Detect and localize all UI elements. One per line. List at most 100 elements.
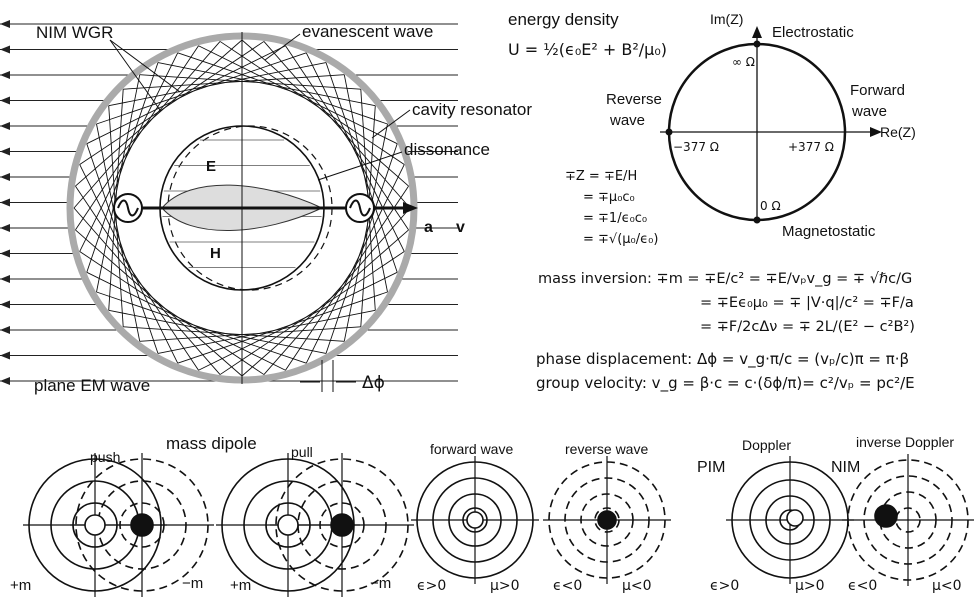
chord-line: [96, 123, 141, 342]
label-reverse-1: Reverse: [606, 91, 662, 108]
label-cavity: cavity resonator: [412, 100, 532, 119]
label-nim: NIM: [831, 459, 860, 476]
chord-line: [177, 291, 388, 364]
chord-line: [343, 123, 388, 342]
label-forward-1: Forward: [850, 82, 905, 99]
label-neg377: −377 Ω: [673, 140, 719, 154]
chord-line: [139, 74, 361, 90]
chord-line: [86, 45, 286, 145]
plane-wave-arrowhead: [0, 147, 10, 156]
leader-dissonance: [317, 151, 403, 181]
label-minus-m-2: −m: [370, 575, 391, 592]
chord-line: [75, 39, 243, 187]
chord-line: [241, 229, 409, 377]
plane-wave-arrowhead: [0, 300, 10, 309]
label-e-field: E: [206, 158, 216, 175]
leader-nim-wgr: [109, 39, 181, 93]
re-axis-arrow: [870, 127, 882, 137]
reverse-wave-rings: [543, 456, 671, 584]
plane-wave-arrowhead: [0, 45, 10, 54]
label-eps-pos-2: ϵ>0: [710, 578, 739, 594]
chord-line: [305, 164, 405, 364]
chord-line: [219, 251, 405, 375]
label-infinity-ohm: ∞ Ω: [732, 55, 755, 69]
chord-line: [86, 143, 159, 354]
point-infinity: [753, 40, 761, 48]
im-axis-arrow: [752, 26, 762, 38]
plane-wave-arrowhead: [0, 275, 10, 283]
propagation-arrowhead: [403, 202, 418, 214]
plane-wave-arrowhead: [0, 20, 10, 28]
label-eps-neg-2: ϵ<0: [848, 578, 877, 594]
push-negative-mass: [130, 513, 154, 537]
chord-line: [325, 62, 398, 273]
leader-nim-wgr-2: [109, 39, 161, 111]
label-eps-pos-1: ϵ>0: [417, 578, 446, 594]
leader-evanescent: [264, 33, 301, 61]
leader-cavity: [371, 109, 411, 139]
label-plus-m-1: +m: [10, 577, 31, 594]
label-mass-dipole: mass dipole: [166, 434, 257, 453]
label-mu-neg-2: μ<0: [932, 578, 962, 594]
chord-line: [75, 185, 199, 371]
phase-displacement: phase displacement: Δϕ = v_g·π/c = (vₚ/c…: [536, 350, 909, 369]
label-magnetostatic: Magnetostatic: [782, 223, 876, 240]
chord-line: [285, 45, 409, 231]
pull-negative-mass: [330, 513, 354, 537]
chord-line: [75, 45, 199, 231]
plane-wave-arrowhead: [0, 71, 10, 79]
label-reverse-wave: reverse wave: [565, 441, 648, 457]
label-pull: pull: [291, 444, 313, 460]
inverse-doppler-source: [874, 504, 898, 528]
push-positive-mass: [84, 514, 106, 536]
z-line-1: = ∓μ₀c₀: [583, 190, 635, 205]
label-mu-pos-1: μ>0: [490, 578, 520, 594]
chord-pattern: [73, 39, 411, 377]
chord-line: [108, 62, 327, 107]
chord-line: [198, 271, 398, 371]
doppler-source: [786, 509, 804, 527]
label-electrostatic: Electrostatic: [772, 24, 854, 41]
wgr-figure: NIM WGR evanescent wave cavity resonator…: [0, 20, 532, 395]
group-velocity: group velocity: v_g = β·c = c·(δϕ/π)= c²…: [536, 374, 915, 393]
label-v: v: [456, 219, 465, 236]
mass-inversion-line-2: = ∓Eϵ₀μ₀ = ∓ |V·q|/c² = ∓F/a: [700, 295, 914, 311]
chord-line: [79, 251, 265, 375]
chord-line: [157, 309, 376, 354]
bottom-figures: [23, 453, 974, 597]
inverse-doppler-rings: [842, 454, 974, 586]
chord-line: [73, 41, 221, 209]
label-a: a: [424, 219, 433, 236]
z-line-3: = ∓√(μ₀/ϵ₀): [583, 232, 658, 247]
label-plus-m-2: +m: [230, 577, 251, 594]
impedance-diagram: Im(Z) Re(Z) Electrostatic Magnetostatic …: [606, 11, 916, 240]
plane-wave-arrowhead: [0, 122, 10, 130]
chord-line: [75, 229, 243, 377]
chord-line: [198, 45, 398, 145]
label-mu-neg-1: μ<0: [622, 578, 652, 594]
chord-line: [86, 271, 286, 371]
chord-line: [325, 143, 398, 354]
point-zero: [753, 216, 761, 224]
label-eps-neg-1: ϵ<0: [553, 578, 582, 594]
plane-wave-arrowhead: [0, 224, 10, 232]
label-dissonance: dissonance: [404, 140, 490, 159]
forward-wave-source: [466, 511, 484, 529]
label-h-field: H: [210, 245, 221, 262]
chord-line: [263, 41, 411, 209]
label-nim-wgr: NIM WGR: [36, 23, 113, 42]
chord-line: [79, 164, 179, 364]
label-re-z: Re(Z): [880, 124, 916, 140]
energy-density-formula: U = ½(ϵ₀E² + B²/μ₀): [508, 40, 667, 59]
label-inverse-doppler: inverse Doppler: [856, 434, 954, 450]
chord-line: [139, 326, 361, 342]
chord-line: [96, 291, 307, 364]
chord-line: [79, 52, 179, 252]
label-forward-wave: forward wave: [430, 441, 513, 457]
label-mu-pos-2: μ>0: [795, 578, 825, 594]
plane-wave-arrowhead: [0, 96, 10, 105]
chord-line: [108, 309, 327, 354]
plane-wave-arrowhead: [0, 173, 10, 181]
label-zero-ohm: 0 Ω: [760, 199, 781, 213]
